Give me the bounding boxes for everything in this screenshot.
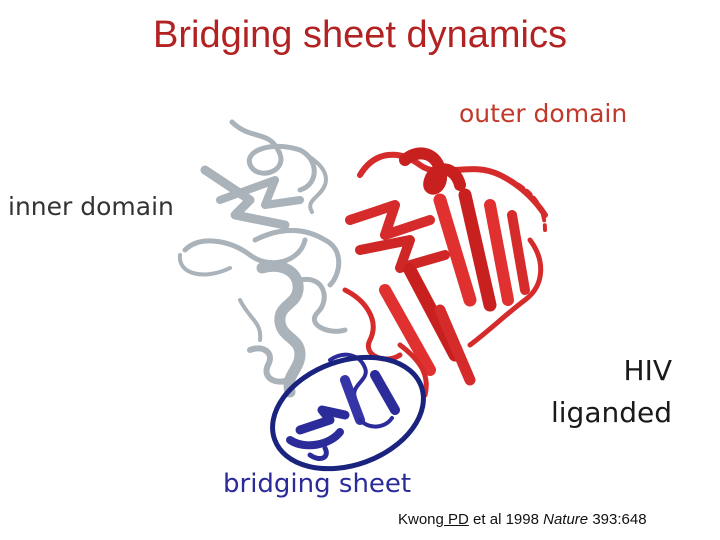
hiv-label-line2: liganded xyxy=(550,396,672,429)
citation: Kwong PD et al 1998 Nature 393:648 xyxy=(398,511,647,528)
hiv-liganded-label: HIV liganded xyxy=(551,350,672,434)
outer-domain-ribbon xyxy=(342,147,548,398)
citation-authors-underlined: g PD xyxy=(435,511,469,528)
hiv-label-line1: HIV xyxy=(623,354,672,387)
citation-authors-b: et al 1998 xyxy=(468,511,544,528)
citation-ref: 393:648 xyxy=(588,511,647,528)
slide-title: Bridging sheet dynamics xyxy=(153,14,567,56)
bridging-sheet-label: bridging sheet xyxy=(223,469,412,499)
citation-authors-a: Kwon xyxy=(398,511,436,528)
outer-domain-label: outer domain xyxy=(459,99,628,128)
bridging-sheet-ribbon xyxy=(286,352,400,461)
inner-domain-label: inner domain xyxy=(8,192,174,221)
inner-domain-ribbon xyxy=(177,119,348,398)
citation-journal: Nature xyxy=(543,511,589,528)
bridging-sheet-highlight-circle xyxy=(270,354,426,472)
